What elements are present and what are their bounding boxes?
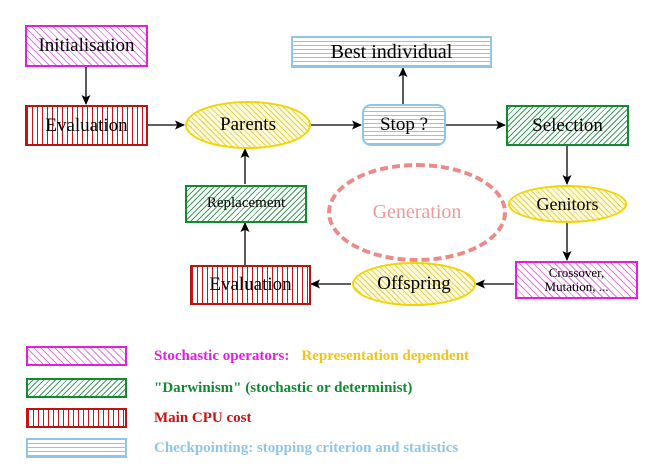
legend-swatch-red-vertical-lines [26,408,127,428]
node-variation-label-line2: Mutation, ... [544,279,609,294]
node-parents[interactable]: Parents [185,101,311,149]
node-genitors-label: Genitors [536,193,599,214]
node-variation[interactable]: Crossover, Mutation, ... [515,261,638,299]
legend-swatch-blue-horizontal-lines [26,438,127,458]
node-evaluation-bottom[interactable]: Evaluation [190,265,311,305]
legend: Stochastic operators: Representation dep… [0,338,662,471]
legend-label-checkpointing: Checkpointing: stopping criterion and st… [154,439,459,456]
node-replacement-label: Replacement [206,195,286,212]
legend-label-main-cpu-cost: Main CPU cost [154,409,252,426]
legend-row-stochastic-operators: Stochastic operators: Representation dep… [26,346,469,366]
legend-swatch-magenta-diagonal-hatch [26,346,127,366]
node-evaluation-bottom-label: Evaluation [209,274,292,296]
node-variation-label-line1: Crossover, [548,265,605,281]
node-stop-label: Stop ? [379,114,429,136]
legend-row-checkpointing: Checkpointing: stopping criterion and st… [26,438,458,458]
node-best-individual[interactable]: Best individual [291,36,492,68]
node-genitors[interactable]: Genitors [508,185,627,223]
node-selection-label: Selection [532,114,603,136]
node-offspring[interactable]: Offspring [352,262,476,306]
node-evaluation-top[interactable]: Evaluation [25,105,148,146]
node-offspring-label: Offspring [377,273,451,295]
node-generation-annotation: Generation [327,163,507,262]
legend-label-stochastic-operators: Stochastic operators: [154,347,290,364]
node-replacement[interactable]: Replacement [185,185,307,223]
node-initialisation-label: Initialisation [38,35,135,57]
node-parents-label: Parents [220,114,276,136]
legend-label-darwinism: "Darwinism" (stochastic or determinist) [154,379,413,396]
node-generation-label: Generation [372,201,462,223]
node-stop[interactable]: Stop ? [362,104,446,146]
legend-row-main-cpu-cost: Main CPU cost [26,408,252,428]
node-best-individual-label: Best individual [330,40,453,63]
node-initialisation[interactable]: Initialisation [25,25,148,67]
node-selection[interactable]: Selection [506,105,629,146]
legend-row-darwinism: "Darwinism" (stochastic or determinist) [26,378,412,398]
legend-swatch-green-diagonal-hatch [26,378,127,398]
legend-label-representation-dependent: Representation dependent [301,347,470,364]
node-evaluation-top-label: Evaluation [45,114,128,136]
